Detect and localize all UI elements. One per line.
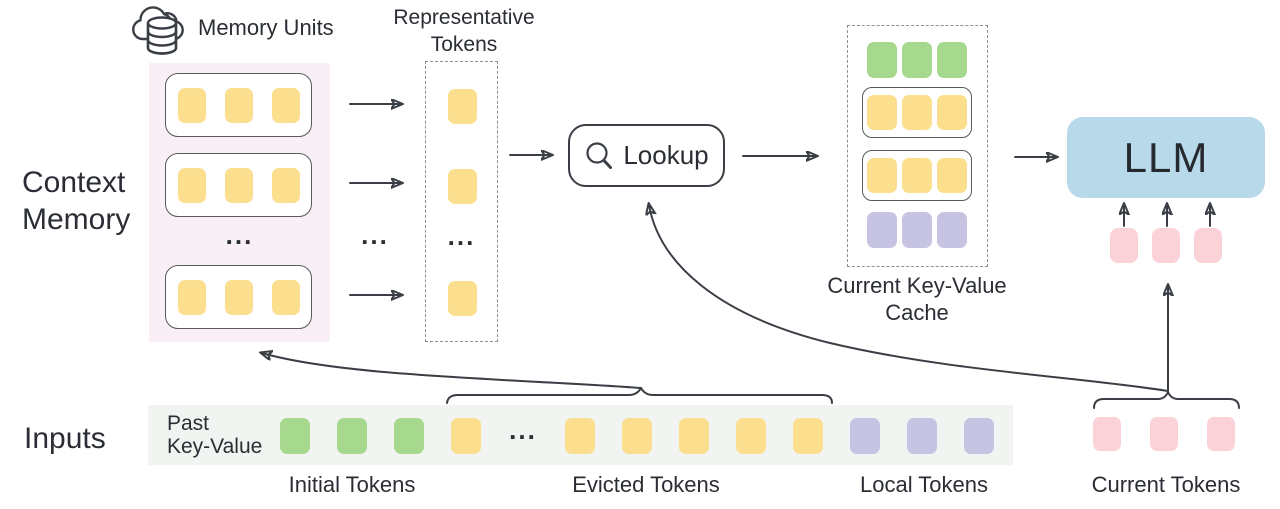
- pink-token: [1150, 417, 1178, 451]
- purple-token: [867, 212, 897, 248]
- yellow-token: [793, 418, 823, 454]
- cache-retrieved-unit-1: [862, 87, 972, 138]
- local-tokens-label: Local Tokens: [859, 472, 988, 497]
- yellow-token: [622, 418, 652, 454]
- purple-token: [964, 418, 994, 454]
- cloud-database-icon: [132, 6, 184, 55]
- memory-unit-3: [165, 265, 312, 329]
- past-kv-token-row: ...: [280, 415, 994, 454]
- yellow-token: [177, 87, 206, 123]
- yellow-token: [679, 418, 709, 454]
- yellow-token: [224, 279, 253, 315]
- memory-unit-2: [165, 153, 312, 217]
- brace-current-tokens: [1093, 391, 1240, 409]
- lookup-node: Lookup: [568, 124, 725, 187]
- memory-units-header: Memory Units: [128, 2, 388, 60]
- yellow-token: [451, 418, 481, 454]
- representative-token-1: [448, 89, 477, 124]
- yellow-token: [902, 95, 932, 130]
- purple-token: [937, 212, 967, 248]
- llm-node: LLM: [1067, 117, 1265, 198]
- curve-evicted-to-context-memory: [262, 353, 642, 389]
- current-tokens-group: [1093, 417, 1235, 451]
- pink-token: [1093, 417, 1121, 451]
- yellow-token: [902, 158, 932, 193]
- initial-tokens-label: Initial Tokens: [288, 472, 416, 497]
- current-kv-cache-box: [847, 25, 988, 267]
- yellow-token: [177, 279, 206, 315]
- yellow-token: [224, 167, 253, 203]
- green-token: [280, 418, 310, 454]
- context-memory-label: Context Memory: [22, 166, 131, 236]
- context-memory-panel: ...: [149, 63, 330, 342]
- yellow-token: [177, 167, 206, 203]
- current-kv-cache-label: Current Key-Value Cache: [827, 273, 1007, 325]
- green-token: [337, 418, 367, 454]
- yellow-token: [565, 418, 595, 454]
- middle-ellipsis: ...: [361, 220, 389, 250]
- memory-unit-1: [165, 73, 312, 137]
- green-token: [394, 418, 424, 454]
- yellow-token: [937, 95, 967, 130]
- evicted-tokens-label: Evicted Tokens: [572, 472, 720, 497]
- purple-token: [907, 418, 937, 454]
- lookup-label: Lookup: [623, 140, 709, 170]
- purple-token: [902, 212, 932, 248]
- yellow-token: [867, 95, 897, 130]
- magnifier-icon: [586, 141, 613, 169]
- past-key-value-label: Past Key-Value: [167, 412, 263, 458]
- yellow-token: [448, 281, 477, 316]
- brace-evicted-tokens: [446, 387, 833, 404]
- past-kv-strip: Past Key-Value ...: [148, 405, 1013, 465]
- yellow-token: [736, 418, 766, 454]
- representative-token-3: [448, 281, 477, 316]
- purple-token: [850, 418, 880, 454]
- green-token: [937, 42, 967, 78]
- pink-token: [1110, 228, 1138, 263]
- yellow-token: [224, 87, 253, 123]
- llm-input-tokens: [1110, 228, 1222, 263]
- memory-units-label: Memory Units: [198, 15, 334, 40]
- pink-token: [1152, 228, 1180, 263]
- green-token: [867, 42, 897, 78]
- memory-panel-ellipsis: ...: [225, 220, 254, 250]
- cache-local-row: [867, 212, 967, 248]
- yellow-token: [937, 158, 967, 193]
- pink-token: [1194, 228, 1222, 263]
- strip-ellipsis: ...: [509, 415, 537, 445]
- current-tokens-label: Current Tokens: [1091, 472, 1241, 497]
- inputs-label: Inputs: [24, 422, 106, 455]
- yellow-token: [867, 158, 897, 193]
- representative-token-2: [448, 169, 477, 204]
- cache-retrieved-unit-2: [862, 150, 972, 201]
- representative-ellipsis: ...: [447, 221, 476, 251]
- yellow-token: [448, 169, 477, 204]
- representative-tokens-label: Representative Tokens: [393, 6, 535, 56]
- yellow-token: [448, 89, 477, 124]
- yellow-token: [271, 87, 300, 123]
- yellow-token: [271, 167, 300, 203]
- yellow-token: [271, 279, 300, 315]
- representative-tokens-box: ...: [425, 61, 498, 342]
- green-token: [902, 42, 932, 78]
- pink-token: [1207, 417, 1235, 451]
- cache-initial-row: [867, 42, 967, 78]
